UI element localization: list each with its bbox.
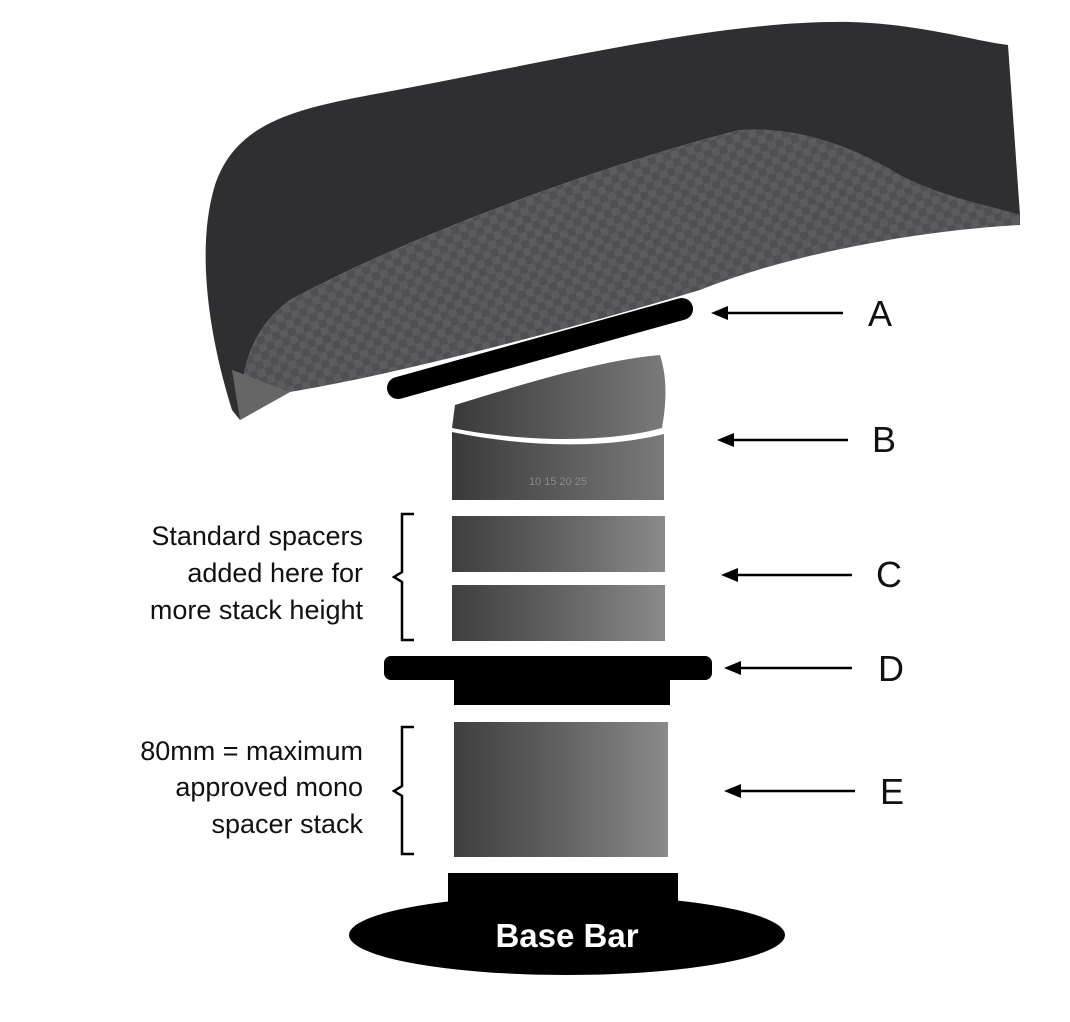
bracket-standard-spacers — [391, 512, 414, 642]
arrow-c-icon — [721, 568, 852, 582]
label-d: D — [878, 648, 904, 689]
label-c: C — [876, 554, 902, 595]
label-e: E — [880, 771, 904, 812]
part-d-plate — [384, 656, 712, 680]
note-mono-spacer-line3: spacer stack — [211, 809, 363, 839]
note-mono-spacer-line2: approved mono — [175, 772, 363, 802]
note-mono-spacer-line1: 80mm = maximum — [140, 736, 363, 766]
note-standard-spacers-line3: more stack height — [150, 595, 364, 625]
part-a-pad — [387, 298, 693, 399]
arrow-d-icon — [724, 661, 852, 675]
b-angle-markings: 10 15 20 25 — [529, 476, 587, 488]
note-standard-spacers-line2: added here for — [187, 558, 363, 588]
arrow-b-icon — [717, 433, 848, 447]
aero-armrest — [205, 21, 1021, 421]
label-a: A — [868, 293, 892, 334]
note-standard-spacers-line1: Standard spacers — [151, 521, 363, 551]
part-e-mono-spacer — [454, 722, 668, 857]
part-d-base — [454, 678, 670, 705]
part-c-spacer — [452, 585, 665, 641]
arrow-e-icon — [724, 784, 855, 798]
part-c-spacer — [452, 516, 665, 572]
bracket-mono-spacer — [391, 725, 414, 856]
arrow-a-icon — [711, 306, 843, 320]
base-bar-label: Base Bar — [495, 917, 638, 954]
label-b: B — [872, 419, 896, 460]
base-bar: Base Bar — [349, 873, 785, 975]
part-b-wedge: 10 15 20 25 — [452, 355, 666, 500]
